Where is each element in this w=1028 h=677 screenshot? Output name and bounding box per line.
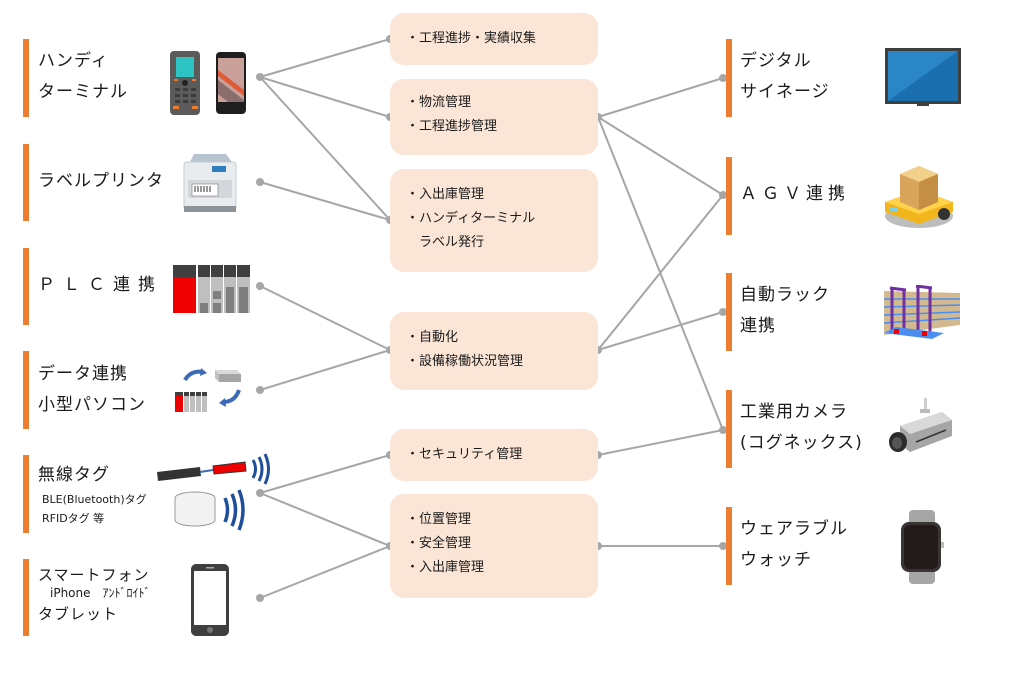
agv-robot-icon <box>885 166 953 228</box>
connector-dot <box>256 73 264 81</box>
connector-dot <box>256 178 264 186</box>
connector-line-f4-agv <box>597 194 724 351</box>
label-line: 無線タグ <box>38 465 110 485</box>
function-item: ・物流管理 <box>406 95 472 110</box>
connector-line-handy-f2 <box>259 76 391 118</box>
connector-line-f4-rack <box>597 311 724 351</box>
digital-signage-monitor-icon <box>885 48 961 106</box>
label-line: サイネージ <box>740 82 830 102</box>
industrial-camera-icon <box>889 398 952 452</box>
connector-dot <box>256 489 264 497</box>
label-line: データ連携 <box>38 364 128 384</box>
connector-line-smartphone-f6 <box>259 545 391 599</box>
smartwatch-icon <box>901 510 944 584</box>
connector-line-plc-f4 <box>259 285 391 351</box>
connector-dot <box>719 542 727 550</box>
label-line: ウェアラブル <box>740 519 848 539</box>
connector-line-handy-f1 <box>259 38 391 78</box>
handheld-terminal-and-smartphone-icon <box>170 51 246 115</box>
function-box: ・セキュリティ管理 <box>390 429 598 481</box>
label-line: ターミナル <box>38 82 128 102</box>
label-line: ハンディ <box>38 51 109 71</box>
label-line: ＡＧＶ連携 <box>740 184 850 204</box>
accent-bar <box>23 351 29 429</box>
label-line: 小型パソコン <box>38 395 146 415</box>
function-box: ・入出庫管理 ・ハンディターミナル ラベル発行 <box>390 169 598 272</box>
sub-label: RFIDタグ 等 <box>42 512 105 525</box>
accent-bar <box>726 157 732 235</box>
connector-dot <box>256 282 264 290</box>
connector-dot <box>719 74 727 82</box>
function-item: ・位置管理 <box>406 512 472 527</box>
label-line: ウォッチ <box>740 550 812 570</box>
connector-line-wireless-f5 <box>259 454 391 494</box>
wireless-tag-icon <box>157 453 270 531</box>
label-line: (コグネックス) <box>740 433 863 453</box>
label-line: ＰＬＣ連携 <box>38 275 163 295</box>
function-item: ・安全管理 <box>406 536 472 551</box>
function-item: ・セキュリティ管理 <box>406 447 523 462</box>
function-box: ・自動化 ・設備稼働状況管理 <box>390 312 598 390</box>
plc-unit-icon <box>173 265 250 313</box>
automated-rack-icon <box>883 285 960 339</box>
connector-line-f5-camera <box>597 429 724 456</box>
connector-line-f2-agv <box>597 116 724 196</box>
accent-bar <box>23 248 29 325</box>
connector-dot <box>256 386 264 394</box>
accent-bar <box>726 273 732 351</box>
connector-line-f2-signage <box>597 77 724 118</box>
connector-dot <box>719 308 727 316</box>
sub-label: BLE(Bluetooth)タグ <box>42 493 147 506</box>
accent-bar <box>23 559 29 636</box>
label-line: スマートフォン <box>38 566 150 584</box>
connector-line-printer-f3 <box>259 181 391 221</box>
data-sync-pc-icon <box>175 368 241 412</box>
connector-line-wireless-f6 <box>259 492 391 547</box>
accent-bar <box>726 507 732 585</box>
accent-bar <box>23 39 29 117</box>
function-item: ・ハンディターミナル <box>406 211 536 226</box>
smartphone-icon <box>191 564 229 636</box>
label-line: 連携 <box>740 316 776 336</box>
label-line: タブレット <box>38 605 119 623</box>
connector-line-datapc-f4 <box>259 349 391 391</box>
accent-bar <box>23 144 29 221</box>
label-line: 自動ラック <box>740 285 830 305</box>
function-item: ・入出庫管理 <box>406 560 485 575</box>
connector-dot <box>719 426 727 434</box>
function-item: ・自動化 <box>406 330 459 345</box>
accent-bar <box>23 455 29 533</box>
connector-dot <box>719 191 727 199</box>
accent-bar <box>726 390 732 468</box>
connector-line-handy-f3 <box>259 76 391 221</box>
function-item: ・工程進捗・実績収集 <box>406 31 537 46</box>
label-line: 工業用カメラ <box>740 402 848 422</box>
label-printer-icon <box>183 154 237 212</box>
function-item: ・入出庫管理 <box>406 187 485 202</box>
label-line: デジタル <box>740 51 812 71</box>
function-box: ・工程進捗・実績収集 <box>390 13 598 65</box>
function-item: ・工程進捗管理 <box>406 119 498 134</box>
label-line: ラベルプリンタ <box>38 171 164 191</box>
function-box: ・物流管理 ・工程進捗管理 <box>390 79 598 155</box>
function-item: ・設備稼働状況管理 <box>406 354 524 369</box>
function-box: ・位置管理 ・安全管理 ・入出庫管理 <box>390 494 598 598</box>
connector-dot <box>256 594 264 602</box>
label-line: iPhone ｱﾝﾄﾞﾛｲﾄﾞ <box>50 586 151 600</box>
accent-bar <box>726 39 732 117</box>
function-item: ラベル発行 <box>406 235 485 250</box>
